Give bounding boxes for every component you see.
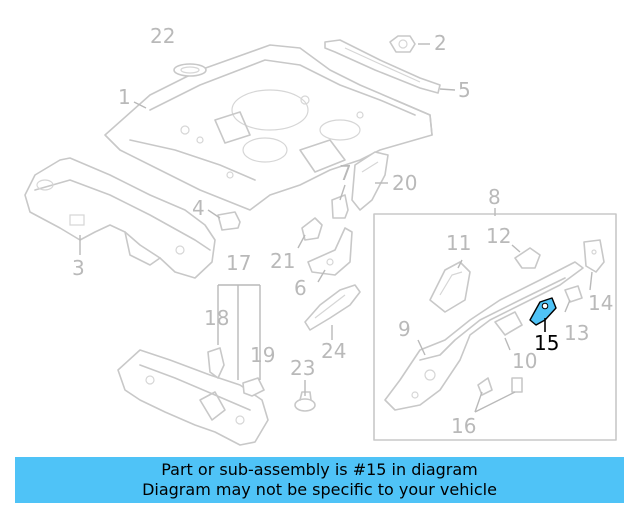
part-11-bracket	[429, 261, 471, 313]
parts-diagram: 1 2 3 4 5 6 7 8 9 10 11 12 13 14 15 16 1…	[24, 24, 617, 446]
part-15-highlighted	[529, 297, 557, 326]
part-2-bracket	[389, 35, 416, 53]
label-2: 2	[434, 31, 447, 55]
label-7: 7	[339, 161, 352, 185]
label-14: 14	[588, 291, 613, 315]
label-24: 24	[321, 339, 346, 363]
label-1: 1	[118, 85, 131, 109]
part-1-floor-pan	[104, 44, 433, 211]
part-5-crossmember	[324, 39, 441, 94]
part-24-rail	[304, 284, 361, 331]
part-16-bolts	[477, 377, 523, 396]
label-21: 21	[270, 249, 295, 273]
label-8: 8	[488, 185, 501, 209]
part-20-bracket	[351, 151, 389, 211]
label-9: 9	[398, 317, 411, 341]
label-3: 3	[72, 256, 85, 280]
part-21-bracket	[301, 217, 323, 241]
label-18: 18	[204, 306, 229, 330]
part-23-plug	[294, 391, 316, 412]
label-13: 13	[564, 321, 589, 345]
label-20: 20	[392, 171, 417, 195]
label-5: 5	[458, 78, 471, 102]
part-7-bracket	[331, 194, 349, 219]
part-labels: 1 2 3 4 5 6 7 8 9 10 11 12 13 14 15 16 1…	[72, 24, 613, 438]
part-13-bracket	[564, 285, 583, 303]
label-19: 19	[250, 343, 275, 367]
label-12: 12	[486, 224, 511, 248]
part-3-crossmember	[24, 157, 216, 279]
label-16: 16	[451, 414, 476, 438]
part-6-bracket	[307, 227, 353, 276]
part-10-bracket	[494, 311, 523, 336]
label-11: 11	[446, 231, 471, 255]
caption-line-1: Part or sub-assembly is #15 in diagram	[161, 460, 478, 479]
part-14-bracket	[583, 239, 605, 273]
part-12-bracket	[514, 247, 541, 269]
part-22-grommet	[173, 63, 207, 77]
part-18-bracket	[207, 347, 225, 379]
part-9-rail	[384, 261, 584, 411]
label-6: 6	[294, 276, 307, 300]
caption-banner: Part or sub-assembly is #15 in diagram D…	[15, 457, 624, 503]
label-10: 10	[512, 349, 537, 373]
caption-line-2: Diagram may not be specific to your vehi…	[142, 480, 497, 499]
part-4-bracket	[217, 211, 241, 231]
leader-lines	[79, 43, 593, 413]
label-17: 17	[226, 251, 251, 275]
part-17-assembly	[117, 349, 269, 446]
label-15: 15	[534, 331, 559, 355]
label-23: 23	[290, 356, 315, 380]
label-4: 4	[192, 196, 205, 220]
label-22: 22	[150, 24, 175, 48]
part-19-bracket	[242, 377, 265, 397]
